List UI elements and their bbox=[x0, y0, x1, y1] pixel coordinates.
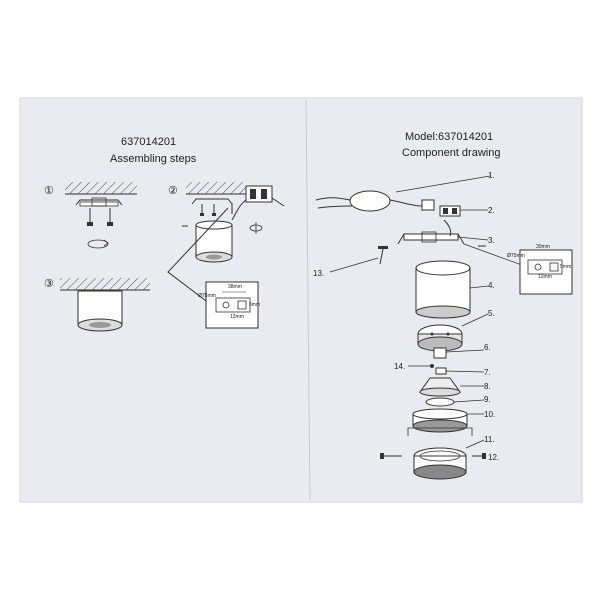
ceiling-hatch-1 bbox=[65, 182, 137, 194]
step-1-number: ① bbox=[44, 185, 54, 197]
lamp-body-2 bbox=[195, 220, 233, 263]
left-model-number: 637014201 bbox=[121, 136, 176, 148]
component-9-glass: 9. bbox=[425, 395, 491, 407]
component-1-driver: 1. bbox=[315, 171, 495, 212]
callout-3: 3. bbox=[488, 236, 495, 245]
right-dim-5: 5mm bbox=[560, 264, 571, 270]
callout-12: 12. bbox=[488, 453, 499, 462]
terminal-block-2 bbox=[231, 185, 285, 221]
callout-10: 10. bbox=[484, 410, 495, 419]
left-dim-diameter: Ø75mm bbox=[198, 293, 216, 299]
callout-14: 14. bbox=[394, 362, 405, 371]
component-11-ring: 11. bbox=[413, 435, 495, 480]
right-panel: Model:637014201 Component drawing 1. 2. bbox=[313, 131, 573, 480]
callout-5: 5. bbox=[488, 309, 495, 318]
right-dim-30: 30mm bbox=[536, 244, 550, 250]
callout-2: 2. bbox=[488, 206, 495, 215]
component-6-led: 6. bbox=[433, 343, 491, 359]
ceiling-hatch-2 bbox=[186, 182, 246, 194]
right-title: Component drawing bbox=[402, 147, 500, 159]
right-dim-12: 12mm bbox=[538, 274, 552, 280]
center-fold bbox=[305, 99, 311, 501]
component-12-screws: 12. bbox=[380, 453, 499, 462]
component-8-reflector: 8. bbox=[419, 377, 491, 397]
right-model-line: Model:637014201 bbox=[405, 131, 493, 143]
left-dim-5: 5mm bbox=[249, 302, 260, 308]
component-10-bezel: 10. bbox=[407, 408, 495, 436]
callout-7: 7. bbox=[484, 368, 491, 377]
step-2: ② bbox=[167, 182, 285, 311]
step-3-number: ③ bbox=[44, 278, 54, 290]
mounting-bracket-1 bbox=[75, 197, 123, 207]
right-dim-diameter: Ø75mm bbox=[507, 253, 525, 259]
callout-8: 8. bbox=[484, 382, 491, 391]
callout-1: 1. bbox=[488, 171, 495, 180]
step-3: ③ bbox=[44, 278, 150, 332]
callout-6: 6. bbox=[484, 343, 491, 352]
detail-inset-left: Ø75mm 38mm 5mm 12mm bbox=[198, 281, 260, 329]
left-dim-38: 38mm bbox=[228, 284, 242, 290]
component-7-lens-holder: 7. bbox=[435, 367, 491, 377]
left-panel: 637014201 Assembling steps ① ② bbox=[44, 136, 285, 332]
callout-11: 11. bbox=[484, 435, 495, 444]
component-5-heatsink: 5. bbox=[417, 309, 495, 352]
component-4-housing: 4. bbox=[415, 260, 495, 319]
component-13-screw: 13. bbox=[313, 246, 388, 278]
ceiling-hatch-3 bbox=[60, 278, 150, 290]
callout-13: 13. bbox=[313, 269, 324, 278]
lamp-body-3 bbox=[77, 290, 123, 332]
step-2-number: ② bbox=[168, 185, 178, 197]
step-1: ① bbox=[44, 182, 137, 249]
mounting-bracket-2 bbox=[191, 198, 233, 216]
left-title: Assembling steps bbox=[110, 153, 197, 165]
component-2-terminal: 2. bbox=[439, 205, 495, 217]
detail-inset-right: Ø75mm 30mm 5mm 12mm bbox=[507, 244, 573, 295]
callout-9: 9. bbox=[484, 395, 491, 404]
callout-4: 4. bbox=[488, 281, 495, 290]
component-14-screw: 14. bbox=[394, 362, 434, 371]
component-3-bracket: 3. bbox=[397, 219, 531, 269]
left-dim-12: 12mm bbox=[230, 314, 244, 320]
rotate-arrow-1 bbox=[87, 239, 109, 249]
screws-1 bbox=[87, 208, 113, 226]
